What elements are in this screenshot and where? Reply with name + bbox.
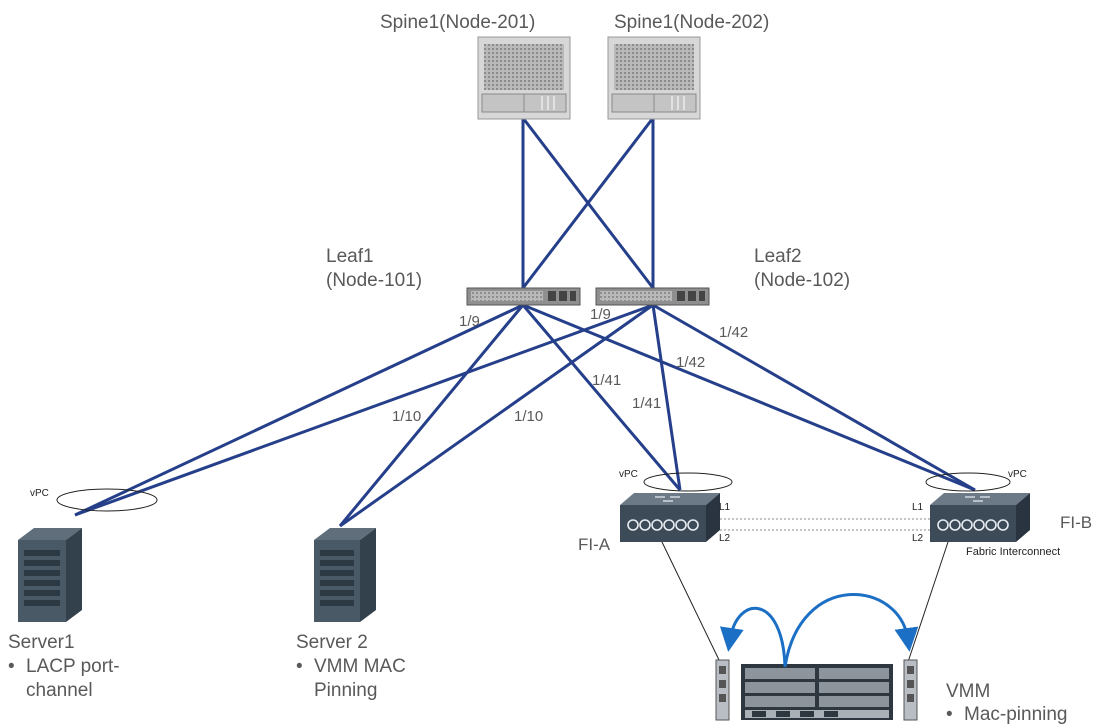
leaf1-switch-icon xyxy=(466,287,581,306)
server1-bullet-cont: channel xyxy=(26,680,93,701)
port-label-leaf1-server2: 1/10 xyxy=(392,408,422,425)
spine1-label: Spine1(Node-201) xyxy=(380,12,536,33)
server1-label: Server1 xyxy=(8,632,75,653)
server2-bullet-text: VMM MAC xyxy=(314,656,406,677)
fi-a-switch-icon xyxy=(620,493,720,542)
port-label-leaf2-fib: 1/42 xyxy=(719,324,749,341)
vmm-bullet-dot: • xyxy=(946,704,953,725)
vmm-bullet: • Mac-pinning xyxy=(946,704,1068,726)
link-leaf2-fib xyxy=(652,303,976,492)
link-leaf2-server2 xyxy=(339,303,654,528)
fi-a-label: FI-A xyxy=(578,535,611,554)
port-label-leaf1-fib: 1/42 xyxy=(676,354,706,371)
server2-icon xyxy=(314,528,376,622)
link-leaf1-server1 xyxy=(74,303,524,517)
mac-pinning-arrow-left xyxy=(719,606,787,668)
vpc-label-server1: vPC xyxy=(30,488,49,499)
link-fib-chassis xyxy=(907,541,949,663)
link-label-fia-l1: L1 xyxy=(719,502,731,513)
port-label-leaf2-fia: 1/41 xyxy=(632,395,662,412)
vpc-ellipse-server1 xyxy=(56,488,158,512)
vpc-label-fia: vPC xyxy=(619,469,638,480)
server1-bullet-text: LACP port- xyxy=(26,656,120,677)
port-label-leaf2-server1: 1/9 xyxy=(590,306,611,323)
server2-label: Server 2 xyxy=(296,632,368,653)
server2-bullet: • VMM MAC xyxy=(296,656,406,678)
spine2-switch-icon xyxy=(607,36,701,120)
spine2-label: Spine1(Node-202) xyxy=(614,12,770,33)
io-module-right-icon xyxy=(903,659,918,721)
mac-pinning-arrow-right xyxy=(783,592,919,668)
io-module-left-icon xyxy=(715,659,730,721)
vpc-ellipse-fib xyxy=(925,472,1011,492)
vpc-label-fib: vPC xyxy=(1008,469,1027,480)
server1-bullet: • LACP port- xyxy=(8,656,120,678)
server1-bullet-dot: • xyxy=(8,656,15,677)
server2-bullet-cont: Pinning xyxy=(314,680,378,701)
link-leaf2-fia xyxy=(651,304,682,491)
server1-icon xyxy=(18,528,82,622)
link-fia-chassis xyxy=(661,541,721,663)
leaf1-name-label: Leaf1 xyxy=(326,246,374,267)
server2-bullet-dot: • xyxy=(296,656,303,677)
leaf2-switch-icon xyxy=(595,287,710,306)
link-spine2-leaf1 xyxy=(521,117,655,289)
fi-b-switch-icon xyxy=(930,493,1030,542)
vmm-label: VMM xyxy=(946,681,991,702)
link-label-fib-l2: L2 xyxy=(912,533,924,544)
fabric-interconnect-label: Fabric Interconnect xyxy=(966,546,1061,558)
port-label-leaf2-server2: 1/10 xyxy=(514,408,544,425)
leaf2-name-label: Leaf2 xyxy=(754,246,802,267)
port-label-leaf1-fia: 1/41 xyxy=(592,372,622,389)
link-label-fib-l1: L1 xyxy=(912,502,924,513)
spine-leaf-links xyxy=(521,117,655,289)
spine1-switch-icon xyxy=(477,36,571,120)
leaf-downlinks xyxy=(74,303,976,528)
link-leaf2-server1 xyxy=(74,303,654,517)
link-leaf1-fib xyxy=(522,303,976,492)
vpc-ellipse-fia xyxy=(643,472,733,492)
blade-chassis-icon xyxy=(741,664,893,720)
leaf2-id-label: (Node-102) xyxy=(754,270,851,291)
link-leaf1-fia xyxy=(521,304,682,491)
link-label-fia-l2: L2 xyxy=(719,533,731,544)
fi-b-label: FI-B xyxy=(1060,513,1093,532)
link-leaf1-server2 xyxy=(338,304,525,527)
port-label-leaf1-server1: 1/9 xyxy=(459,313,480,330)
vmm-bullet-text: Mac-pinning xyxy=(964,704,1068,725)
leaf1-id-label: (Node-101) xyxy=(326,270,423,291)
